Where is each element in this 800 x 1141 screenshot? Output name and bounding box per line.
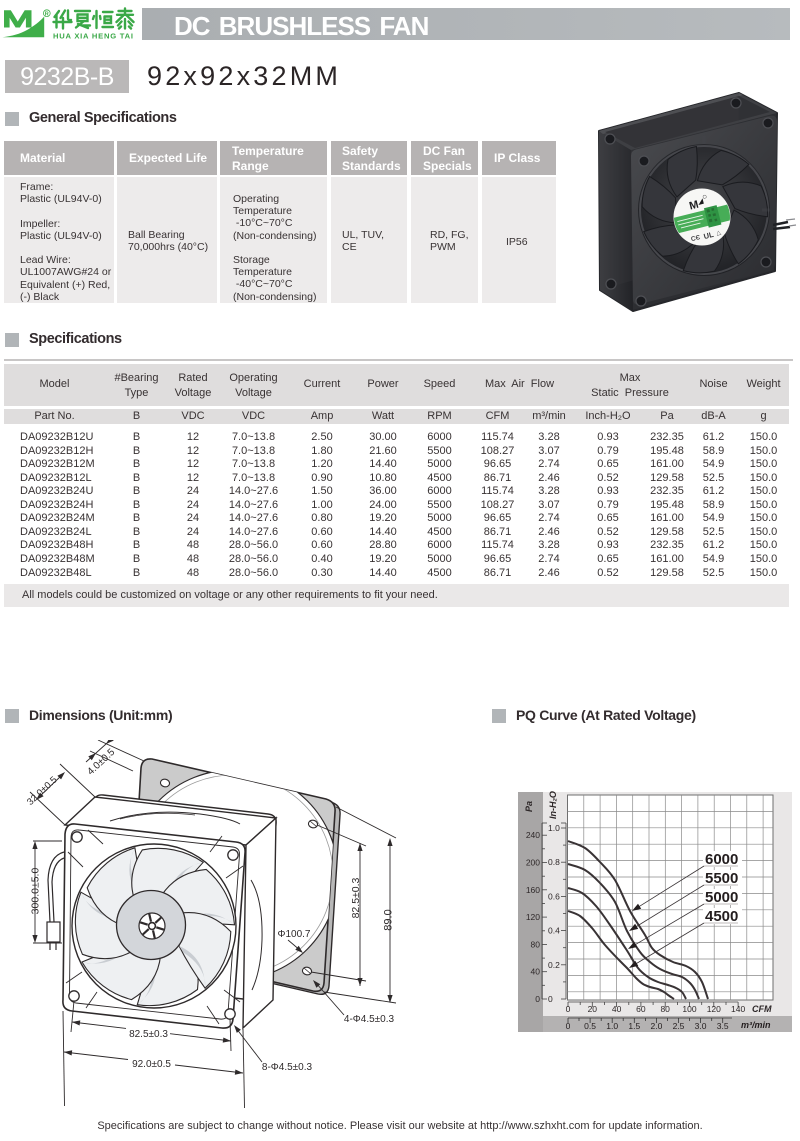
svg-text:82.5±0.3: 82.5±0.3 xyxy=(350,877,362,918)
svg-text:0: 0 xyxy=(566,1021,571,1031)
svg-text:140: 140 xyxy=(731,1004,745,1014)
svg-text:82.5±0.3: 82.5±0.3 xyxy=(129,1029,168,1040)
svg-text:0.2: 0.2 xyxy=(548,960,560,970)
svg-text:In-H₂O: In-H₂O xyxy=(548,791,558,819)
svg-text:0.4: 0.4 xyxy=(548,926,560,936)
svg-text:5500: 5500 xyxy=(705,870,738,887)
svg-text:60: 60 xyxy=(636,1004,646,1014)
svg-text:0.5: 0.5 xyxy=(584,1021,596,1031)
svg-text:2.5: 2.5 xyxy=(673,1021,685,1031)
svg-text:100: 100 xyxy=(682,1004,696,1014)
svg-text:160: 160 xyxy=(526,885,540,895)
svg-text:40: 40 xyxy=(531,967,541,977)
svg-text:92.0±0.5: 92.0±0.5 xyxy=(132,1059,171,1070)
svg-text:M: M xyxy=(688,199,700,213)
svg-text:0: 0 xyxy=(535,994,540,1004)
svg-text:3.5: 3.5 xyxy=(717,1021,729,1031)
svg-text:80: 80 xyxy=(531,939,541,949)
svg-text:△: △ xyxy=(716,230,722,237)
svg-text:1.5: 1.5 xyxy=(628,1021,640,1031)
svg-text:20: 20 xyxy=(588,1004,598,1014)
svg-text:Φ100.7: Φ100.7 xyxy=(277,929,310,940)
svg-text:80: 80 xyxy=(660,1004,670,1014)
svg-text:R: R xyxy=(45,11,49,17)
svg-text:300.0±5.0: 300.0±5.0 xyxy=(30,868,42,915)
svg-text:4500: 4500 xyxy=(705,908,738,925)
svg-text:0.8: 0.8 xyxy=(548,857,560,867)
svg-text:CFM: CFM xyxy=(752,1004,772,1014)
svg-text:Pa: Pa xyxy=(524,801,534,812)
svg-text:5000: 5000 xyxy=(705,889,738,906)
svg-text:32.0±0.5: 32.0±0.5 xyxy=(25,775,60,808)
svg-text:m³/min: m³/min xyxy=(741,1020,771,1030)
svg-text:120: 120 xyxy=(526,912,540,922)
svg-text:CЄ: CЄ xyxy=(690,234,701,243)
svg-text:89.0: 89.0 xyxy=(383,909,395,930)
svg-text:0.6: 0.6 xyxy=(548,891,560,901)
svg-text:3.0: 3.0 xyxy=(695,1021,707,1031)
svg-text:200: 200 xyxy=(526,858,540,868)
svg-text:8-Φ4.5±0.3: 8-Φ4.5±0.3 xyxy=(262,1062,313,1073)
svg-text:6000: 6000 xyxy=(705,851,738,868)
svg-text:120: 120 xyxy=(707,1004,721,1014)
svg-text:2.0: 2.0 xyxy=(650,1021,662,1031)
svg-text:UL: UL xyxy=(703,230,715,241)
svg-text:1.0: 1.0 xyxy=(606,1021,618,1031)
svg-text:HUA XIA HENG TAI: HUA XIA HENG TAI xyxy=(53,32,133,41)
svg-text:40: 40 xyxy=(612,1004,622,1014)
svg-text:4-Φ4.5±0.3: 4-Φ4.5±0.3 xyxy=(344,1014,395,1025)
svg-text:1.0: 1.0 xyxy=(548,823,560,833)
svg-text:0: 0 xyxy=(566,1004,571,1014)
svg-text:240: 240 xyxy=(526,830,540,840)
svg-text:0: 0 xyxy=(548,994,553,1004)
